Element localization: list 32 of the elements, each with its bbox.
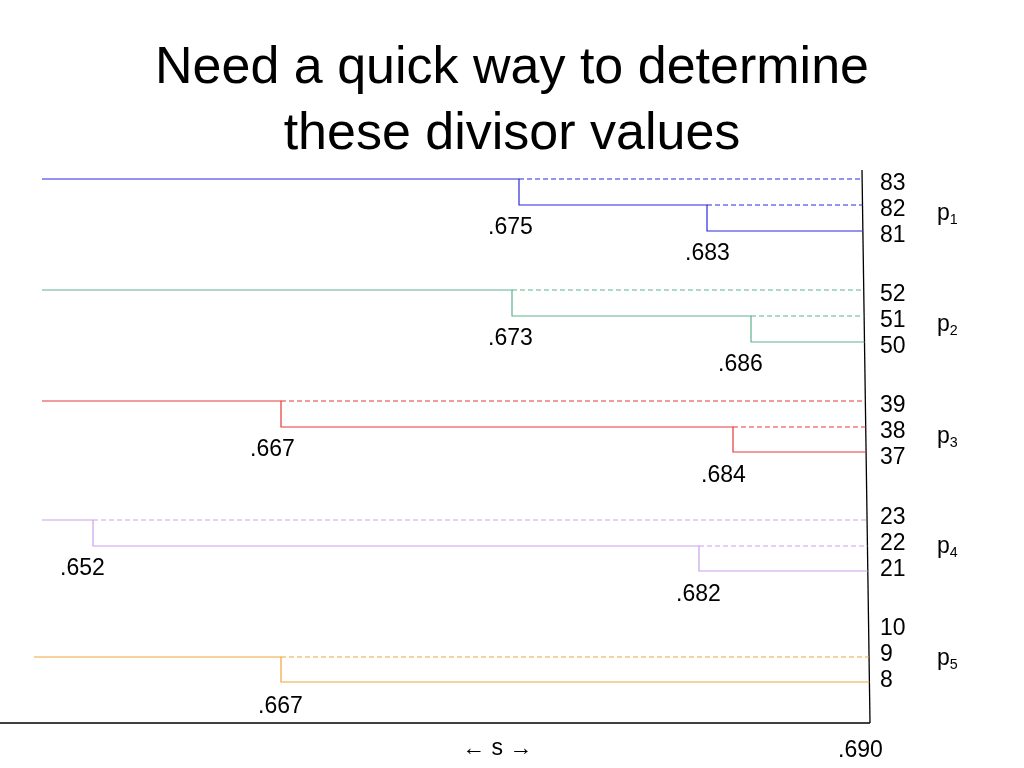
- row-number: 23: [880, 504, 906, 530]
- split-value: .684: [701, 462, 746, 488]
- split-value: .682: [676, 581, 721, 607]
- group-label: p$_{4}$: [937, 533, 958, 559]
- row-number: 21: [880, 556, 906, 582]
- row-number: 81: [880, 222, 906, 248]
- split-value: .652: [60, 555, 105, 581]
- split-value: .686: [718, 351, 763, 377]
- title: Need a quick way to determine these divisor values: [154, 35, 870, 162]
- split-value: .667: [250, 436, 295, 462]
- split-value: .673: [488, 325, 533, 351]
- row-number: 8: [880, 667, 893, 693]
- axis-tick-label: .690: [838, 737, 883, 763]
- row-number: 39: [880, 392, 906, 418]
- row-number: 38: [880, 418, 906, 444]
- row-number: 82: [880, 196, 906, 222]
- row-number: 10: [880, 615, 906, 641]
- axis-label: ← s →: [462, 735, 533, 761]
- group-label: p$_{5}$: [937, 645, 958, 671]
- row-number: 22: [880, 530, 906, 556]
- group-label: p$_{1}$: [937, 200, 958, 226]
- row-number: 83: [880, 170, 906, 196]
- row-number: 50: [880, 333, 906, 359]
- row-number: 51: [880, 307, 906, 333]
- split-value: .683: [685, 240, 730, 266]
- group-label: p$_{2}$: [937, 311, 958, 337]
- row-number: 9: [880, 641, 893, 667]
- split-value: .675: [488, 214, 533, 240]
- row-number: 52: [880, 281, 906, 307]
- row-number: 37: [880, 444, 906, 470]
- group-label: p$_{3}$: [937, 423, 958, 449]
- split-value: .667: [258, 693, 303, 719]
